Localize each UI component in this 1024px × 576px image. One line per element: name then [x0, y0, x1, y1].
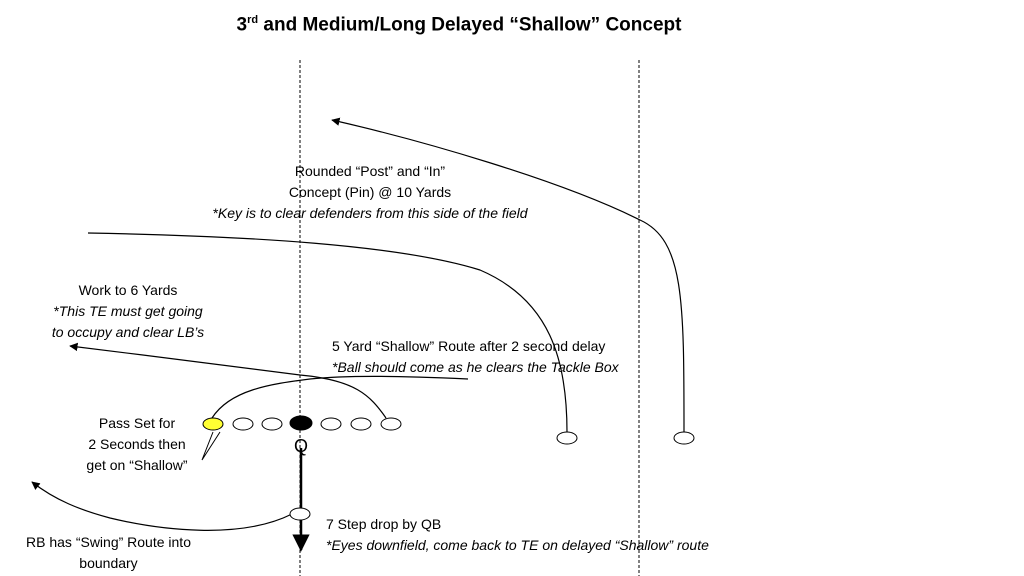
te-route-note-2: to occupy and clear LB’s — [51, 324, 205, 340]
shallow-note: *Ball should come as he clears the Tackl… — [332, 359, 619, 375]
rb-swing-line-2: boundary — [79, 555, 138, 571]
qb-letter: Q — [294, 436, 308, 456]
slot-receiver — [556, 431, 578, 445]
qb-drop-line-1: 7 Step drop by QB — [326, 516, 442, 532]
title-number: 3 — [236, 14, 248, 36]
post-in-line-2: Concept (Pin) @ 10 Yards — [288, 184, 452, 200]
pass-set-annotation: Pass Set for 2 Seconds then get on “Shal… — [72, 413, 202, 476]
te-route — [69, 342, 387, 419]
te-route-annotation: Work to 6 Yards *This TE must get going … — [38, 280, 218, 343]
title-text: and Medium/Long Delayed “Shallow” Concep… — [258, 14, 682, 36]
post-in-note: *Key is to clear defenders from this sid… — [212, 205, 528, 221]
right-tackle — [350, 417, 372, 431]
pass-set-line-3: get on “Shallow” — [86, 457, 188, 473]
shallow-player — [202, 417, 224, 431]
in-route — [87, 232, 568, 433]
left-tackle — [232, 417, 254, 431]
pass-set-line-2: 2 Seconds then — [88, 436, 186, 452]
rb-swing-annotation: RB has “Swing” Route into boundary — [6, 532, 211, 574]
pass-set-pointer — [201, 431, 221, 461]
diagram-title: 3rd and Medium/Long Delayed “Shallow” Co… — [0, 14, 918, 36]
te-route-line-1: Work to 6 Yards — [78, 282, 178, 298]
post-in-line-1: Rounded “Post” and “In” — [294, 163, 446, 179]
rb-swing-route — [31, 481, 293, 531]
title-superscript: rd — [247, 14, 259, 26]
wide-receiver — [673, 431, 695, 445]
left-guard — [261, 417, 283, 431]
running-back — [289, 507, 311, 521]
center — [289, 415, 313, 431]
shallow-annotation: 5 Yard “Shallow” Route after 2 second de… — [332, 336, 619, 378]
post-in-annotation: Rounded “Post” and “In” Concept (Pin) @ … — [190, 161, 550, 224]
tight-end — [380, 417, 402, 431]
rb-swing-line-1: RB has “Swing” Route into — [26, 534, 191, 550]
pass-set-line-1: Pass Set for — [98, 415, 176, 431]
qb-drop-annotation: 7 Step drop by QB *Eyes downfield, come … — [326, 514, 709, 556]
te-route-note-1: *This TE must get going — [53, 303, 203, 319]
shallow-line-1: 5 Yard “Shallow” Route after 2 second de… — [332, 338, 606, 354]
post-route — [331, 117, 685, 433]
right-guard — [320, 417, 342, 431]
qb-drop-note: *Eyes downfield, come back to TE on dela… — [326, 537, 709, 553]
shallow-route — [211, 375, 469, 419]
